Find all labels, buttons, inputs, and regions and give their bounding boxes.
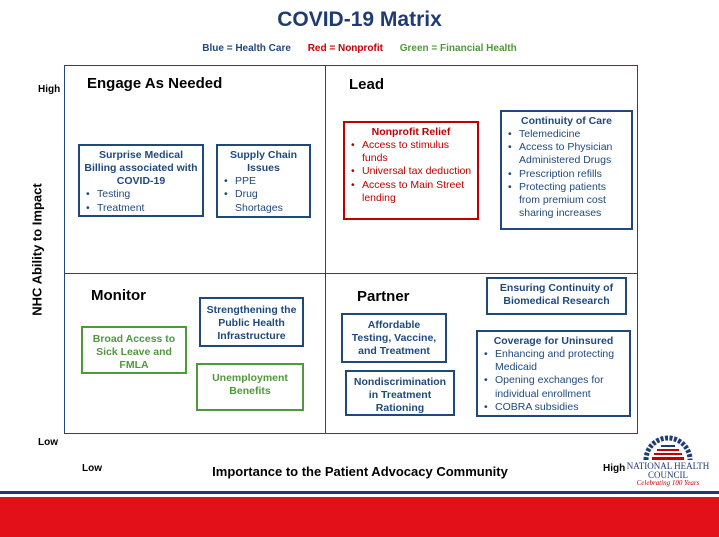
box-title: Supply Chain Issues	[229, 149, 298, 175]
logo-tagline: Celebrating 100 Years	[636, 479, 700, 487]
page-title: COVID-19 Matrix	[277, 8, 442, 31]
box-surprise-billing: Surprise Medical Billing associated with…	[78, 144, 204, 217]
legend-financial-health: Green = Financial Health	[399, 43, 517, 54]
box-title: Surprise Medical Billing associated with…	[84, 149, 198, 188]
box-affordable-testing: Affordable Testing, Vaccine, and Treatme…	[341, 313, 447, 363]
box-unemployment: Unemployment Benefits	[196, 363, 304, 411]
list-item: PPE	[222, 175, 305, 188]
x-axis-high: High	[603, 463, 626, 474]
logo-name: NATIONAL HEALTH COUNCIL	[626, 461, 710, 481]
list-item: COBRA subsidies	[482, 401, 625, 414]
box-nondiscrimination: Nondiscrimination in Treatment Rationing	[345, 370, 455, 416]
matrix-horizontal-divider	[64, 273, 638, 274]
quadrant-engage-label: Engage As Needed	[87, 75, 223, 92]
box-coverage-uninsured: Coverage for Uninsured Enhancing and pro…	[476, 330, 631, 417]
y-axis-high: High	[38, 84, 61, 95]
box-list: Telemedicine Access to Physician Adminis…	[506, 128, 627, 220]
footer-white-stripe	[0, 494, 719, 497]
box-continuity-of-care: Continuity of Care Telemedicine Access t…	[500, 110, 633, 230]
box-nonprofit-relief: Nonprofit Relief Access to stimulus fund…	[343, 121, 479, 220]
box-sick-leave: Broad Access to Sick Leave and FMLA	[81, 326, 187, 374]
y-axis-low: Low	[38, 437, 58, 448]
x-axis-low: Low	[82, 463, 102, 474]
list-item: Opening exchanges for individual enrollm…	[482, 374, 625, 400]
list-item: Drug Shortages	[222, 188, 305, 214]
list-item: Telemedicine	[506, 128, 627, 141]
box-list: Access to stimulus funds Universal tax d…	[349, 139, 473, 205]
box-supply-chain: Supply Chain Issues PPE Drug Shortages	[216, 144, 311, 218]
list-item: Universal tax deduction	[349, 165, 473, 178]
box-title: Continuity of Care	[521, 115, 612, 127]
list-item: Enhancing and protecting Medicaid	[482, 348, 625, 374]
box-title: Nondiscrimination in Treatment Rationing	[353, 376, 447, 415]
box-title: Broad Access to Sick Leave and FMLA	[92, 333, 176, 372]
quadrant-lead-label: Lead	[349, 76, 385, 93]
box-list: PPE Drug Shortages	[222, 175, 305, 214]
list-item: Access to stimulus funds	[349, 139, 473, 165]
list-item: Protecting patients from premium cost sh…	[506, 181, 627, 220]
list-item: Prescription refills	[506, 168, 627, 181]
box-list: Testing Treatment	[84, 188, 198, 214]
box-public-health: Strengthening the Public Health Infrastr…	[199, 297, 304, 347]
box-title: Affordable Testing, Vaccine, and Treatme…	[351, 319, 437, 358]
legend-nonprofit: Red = Nonprofit	[307, 43, 383, 54]
footer-red-band	[0, 497, 719, 537]
box-biomedical-research: Ensuring Continuity of Biomedical Resear…	[486, 277, 627, 315]
list-item: Access to Main Street lending	[349, 179, 473, 205]
nhc-logo-icon	[643, 435, 693, 461]
footer-navy-stripe	[0, 491, 719, 494]
quadrant-partner-label: Partner	[357, 288, 410, 305]
x-axis-title: Importance to the Patient Advocacy Commu…	[212, 464, 508, 479]
box-title: Coverage for Uninsured	[493, 335, 614, 347]
list-item: Treatment	[84, 202, 198, 215]
quadrant-monitor-label: Monitor	[91, 287, 146, 304]
list-item: Testing	[84, 188, 198, 201]
y-axis-title: NHC Ability to Impact	[29, 183, 45, 316]
box-title: Strengthening the Public Health Infrastr…	[206, 304, 297, 343]
color-legend: Blue = Health Care Red = Nonprofit Green…	[0, 43, 719, 54]
list-item: Access to Physician Administered Drugs	[506, 141, 627, 167]
matrix-frame	[64, 65, 638, 434]
matrix-vertical-divider	[325, 65, 326, 434]
box-title: Unemployment Benefits	[212, 372, 288, 398]
legend-health-care: Blue = Health Care	[202, 43, 291, 54]
box-title: Ensuring Continuity of Biomedical Resear…	[499, 282, 614, 308]
box-title: Nonprofit Relief	[371, 126, 451, 138]
box-list: Enhancing and protecting Medicaid Openin…	[482, 348, 625, 414]
